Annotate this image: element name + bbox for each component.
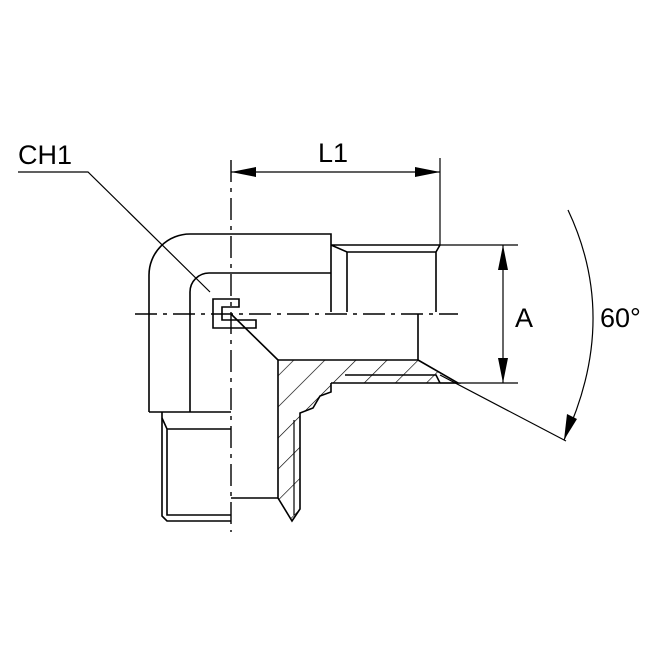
l1-label: L1 [318, 138, 348, 168]
right-thread-top [330, 244, 441, 312]
angle-leg-line [439, 374, 567, 442]
lower-thread-inner [161, 417, 231, 516]
l1-arrowheads [231, 167, 440, 177]
a-label: A [515, 303, 533, 333]
angle-arc [563, 209, 594, 441]
lower-thread-outer [161, 412, 231, 522]
hex-flat-symbol [212, 298, 257, 329]
section-profile [230, 313, 332, 523]
angle-arrowhead [564, 414, 577, 440]
elbow-body-outer [148, 233, 332, 412]
section-hatch [278, 360, 458, 521]
ch1-leader-line [18, 171, 211, 293]
ch1-label: CH1 [18, 140, 72, 170]
angle-label: 60° [600, 303, 641, 333]
